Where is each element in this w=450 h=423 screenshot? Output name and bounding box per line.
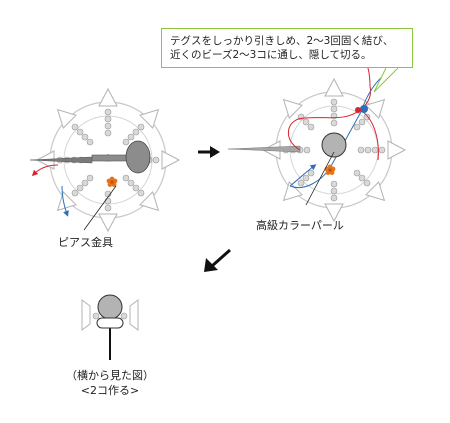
side-view-figure [81, 294, 139, 360]
side-view-caption: （横から見た図） <2コ作る> [60, 368, 160, 398]
label-pearl: 高級カラーパール [256, 219, 344, 232]
side-view-caption-line-2: <2コ作る> [80, 384, 140, 397]
side-view-caption-line-1: （横から見た図） [66, 369, 154, 382]
callout-pointer [373, 67, 399, 93]
callout-line-2: 近くのビーズ2〜3コに通し、隠して切る。 [170, 49, 372, 61]
label-earring-fitting: ピアス金具 [58, 236, 113, 249]
step-arrow-right [198, 146, 220, 158]
instruction-callout: テグスをしっかり引きしめ、2〜3回固く結び、 近くのビーズ2〜3コに通し、隠して… [161, 28, 413, 68]
motif-right [227, 55, 406, 222]
motif-left [29, 88, 180, 232]
callout-line-1: テグスをしっかり引きしめ、2〜3回固く結び、 [170, 35, 394, 47]
step-arrow-down [204, 248, 231, 272]
